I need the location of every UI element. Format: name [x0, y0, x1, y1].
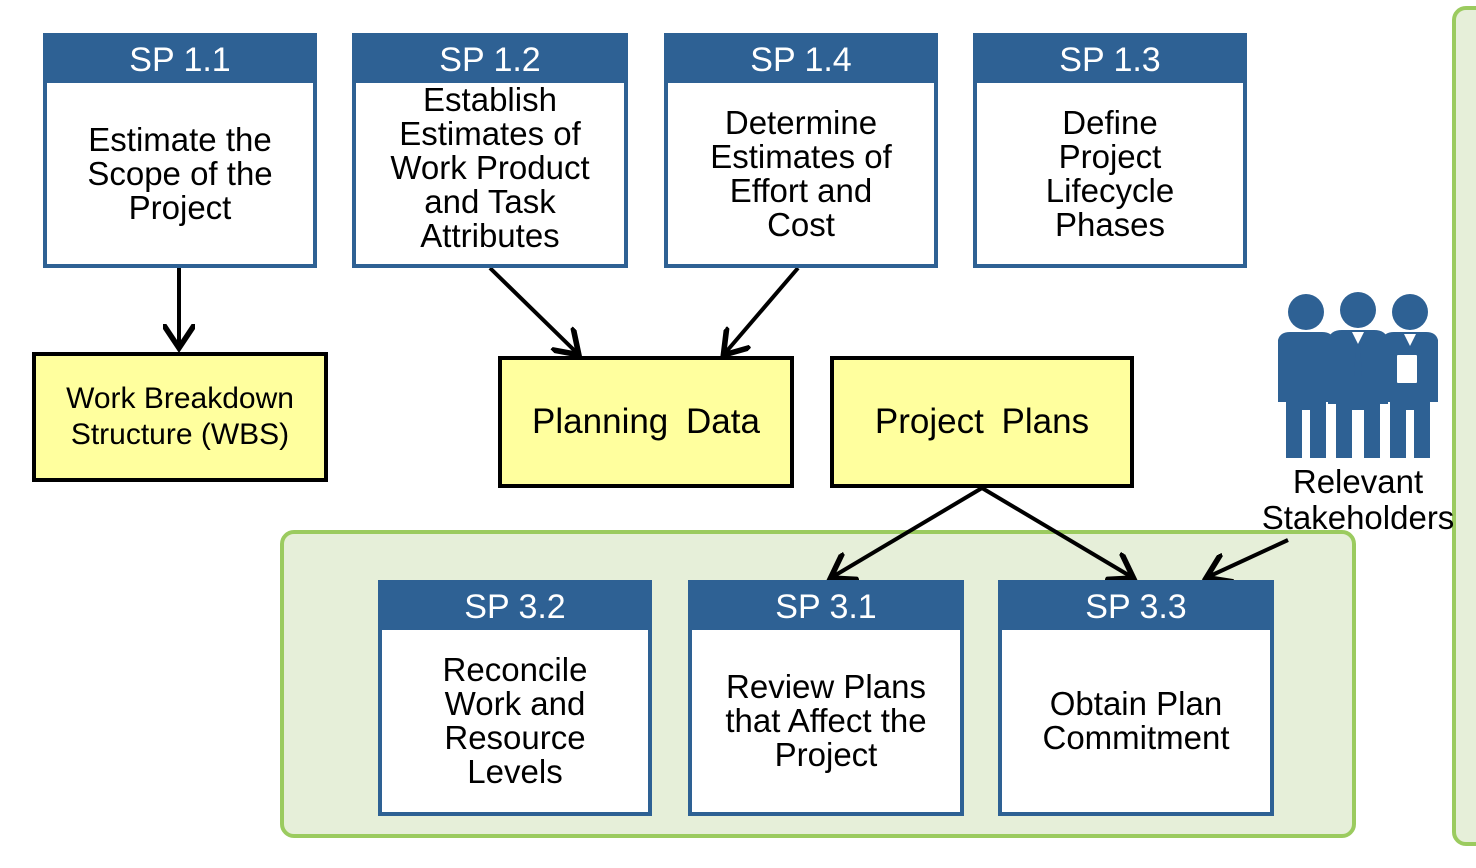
- sp-title: Review Plans that Affect the Project: [725, 668, 927, 773]
- arrow-plans-to-sp33: [980, 486, 1130, 576]
- sp-1-4-box: SP 1.4 Determine Estimates of Effort and…: [664, 33, 938, 268]
- people-group-icon: [1278, 292, 1438, 458]
- sp-id: SP 1.4: [668, 37, 934, 83]
- arrow-sp14-to-planning-data: [726, 266, 800, 352]
- stakeholders-label: Relevant Stakeholders: [1261, 463, 1455, 536]
- sp-3-2-box: SP 3.2 Reconcile Work and Resource Level…: [378, 580, 652, 816]
- sp-id: SP 3.1: [692, 584, 960, 630]
- arrow-stakeholders-to-sp33: [1210, 538, 1289, 576]
- planning-data-artifact: Planning Data: [498, 356, 794, 488]
- sp-id: SP 1.2: [356, 37, 624, 83]
- sp-title: Define Project Lifecycle Phases: [1045, 103, 1175, 243]
- sp-title: Reconcile Work and Resource Levels: [442, 651, 588, 790]
- sp-id: SP 1.3: [977, 37, 1243, 83]
- sp-title: Establish Estimates of Work Product and …: [390, 81, 590, 254]
- arrow-sp12-to-planning-data: [488, 266, 576, 352]
- project-plans-artifact: Project Plans: [830, 356, 1134, 488]
- sp-1-1-box: SP 1.1 Estimate the Scope of the Project: [43, 33, 317, 268]
- sp-3-3-box: SP 3.3 Obtain Plan Commitment: [998, 580, 1274, 816]
- wbs-artifact: Work Breakdown Structure (WBS): [32, 352, 328, 482]
- arrow-plans-to-sp31: [834, 486, 984, 576]
- side-panel: [1452, 6, 1476, 846]
- sp-id: SP 1.1: [47, 37, 313, 83]
- sp-title: Estimate the Scope of the Project: [87, 120, 273, 226]
- sp-1-3-box: SP 1.3 Define Project Lifecycle Phases: [973, 33, 1247, 268]
- sp-1-2-box: SP 1.2 Establish Estimates of Work Produ…: [352, 33, 628, 268]
- sp-title: Obtain Plan Commitment: [1042, 685, 1230, 756]
- sp-id: SP 3.3: [1002, 584, 1270, 630]
- sp-title: Determine Estimates of Effort and Cost: [710, 103, 892, 243]
- sp-3-1-box: SP 3.1 Review Plans that Affect the Proj…: [688, 580, 964, 816]
- sp-id: SP 3.2: [382, 584, 648, 630]
